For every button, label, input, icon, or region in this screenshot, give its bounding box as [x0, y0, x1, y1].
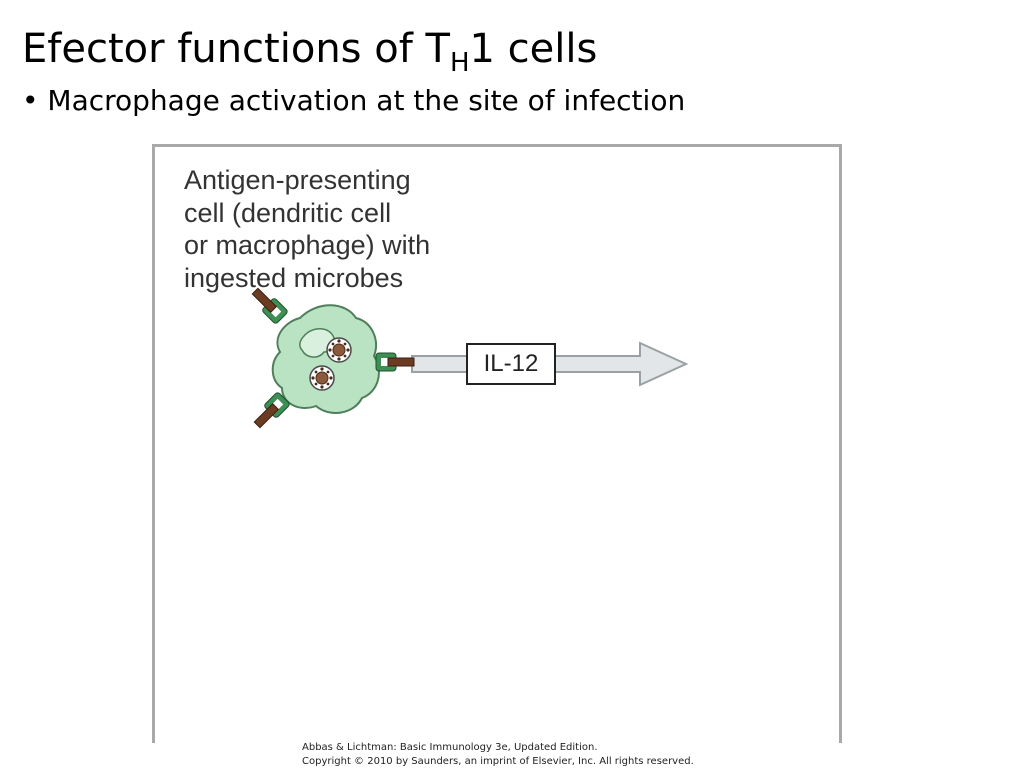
- mhc-peptide-complex: [375, 352, 415, 372]
- apc-cell-body: [271, 304, 380, 414]
- figure-citation: Abbas & Lichtman: Basic Immunology 3e, U…: [302, 741, 694, 769]
- bullet-point: • Macrophage activation at the site of i…: [22, 84, 686, 117]
- mhc-peptide-complex: [251, 287, 288, 324]
- ingested-microbe: [309, 365, 335, 391]
- citation-line: Abbas & Lichtman: Basic Immunology 3e, U…: [302, 742, 598, 753]
- apc-label-line: Antigen-presenting: [184, 165, 411, 195]
- il12-label: IL-12: [483, 350, 539, 377]
- apc-label-line: or macrophage) with: [184, 230, 431, 260]
- apc-label-line: ingested microbes: [184, 262, 404, 293]
- mhc-peptide-complex: [253, 392, 290, 429]
- citation-line: Copyright © 2010 by Saunders, an imprint…: [302, 756, 694, 767]
- apc-label: Antigen-presenting cell (dendritic cell …: [184, 164, 504, 294]
- title-suffix: 1 cells: [469, 26, 598, 72]
- apc-label-line: cell (dendritic cell: [184, 197, 392, 228]
- ingested-microbe: [326, 337, 352, 363]
- slide-title: Efector functions of TH1 cells: [22, 24, 598, 76]
- title-subscript: H: [449, 48, 470, 78]
- il12-label-box: IL-12: [466, 343, 556, 385]
- title-prefix: Efector functions of T: [22, 26, 450, 72]
- figure-frame: [152, 144, 842, 743]
